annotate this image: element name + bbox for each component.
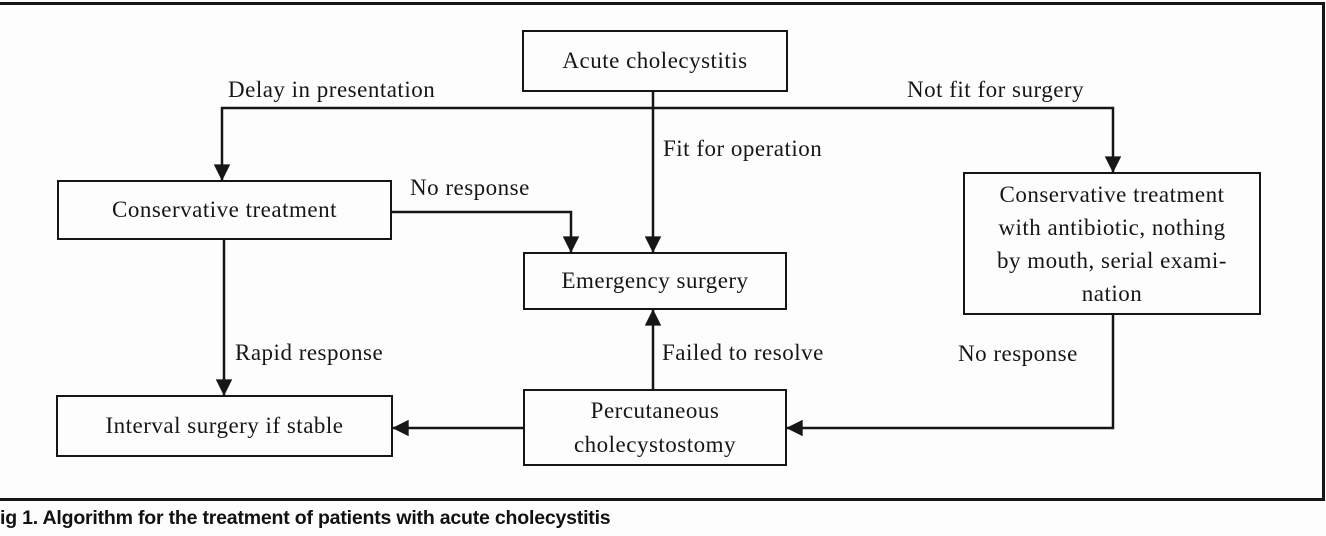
figure-caption: ig 1. Algorithm for the treatment of pat… (0, 507, 611, 529)
node-conservative-treatment: Conservative treatment (57, 180, 392, 240)
node-acute-cholecystitis: Acute cholecystitis (522, 30, 788, 92)
edge-label-no-response-right: No response (958, 341, 1078, 366)
node-emergency-surgery: Emergency surgery (523, 252, 787, 310)
node-conservative-treatment-antibiotic: Conservative treatment with antibiotic, … (963, 172, 1261, 315)
edge-label-rapid-response: Rapid response (235, 340, 384, 365)
node-interval-surgery: Interval surgery if stable (56, 395, 393, 457)
node-percutaneous-cholecystostomy: Percutaneous cholecystostomy (523, 389, 787, 466)
node-label-line: cholecystostomy (573, 431, 737, 457)
node-label: Emergency surgery (561, 268, 749, 293)
edge-label-not-fit-for-surgery: Not fit for surgery (907, 77, 1085, 102)
node-label-line: nation (1081, 280, 1143, 306)
node-label-line: with antibiotic, nothing (998, 214, 1226, 240)
figure-border (0, 2, 1325, 501)
edge-label-failed-to-resolve: Failed to resolve (662, 340, 824, 365)
edge-label-no-response-left: No response (410, 175, 530, 200)
node-label: Acute cholecystitis (562, 48, 748, 73)
node-label: Interval surgery if stable (105, 413, 344, 438)
edge-label-delay-in-presentation: Delay in presentation (228, 77, 436, 102)
node-label-line: Percutaneous (590, 397, 720, 423)
node-label: Conservative treatment (112, 197, 337, 222)
edge-label-fit-for-operation: Fit for operation (663, 136, 823, 161)
node-label-line: Conservative treatment (999, 181, 1225, 207)
node-label-line: by mouth, serial exami- (997, 247, 1227, 273)
